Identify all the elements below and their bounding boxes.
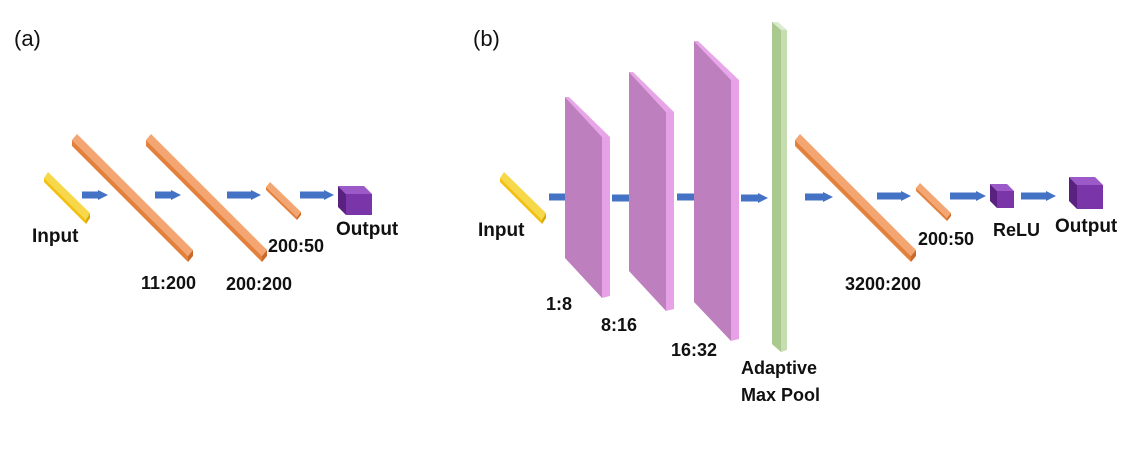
- panel-b-input-label: Input: [478, 220, 525, 241]
- panel-b-output-cube: [1069, 177, 1103, 209]
- panel-b-adaptive-max-pool: [772, 22, 787, 352]
- panel-a-linear-200-200: [146, 134, 267, 262]
- panel-b-relu-cube: [990, 184, 1014, 208]
- panel-b-conv-8-16-label: 8:16: [601, 315, 637, 335]
- panel-a-output-label: Output: [336, 219, 399, 240]
- panel-a-linear-200-50-label: 200:50: [268, 236, 324, 256]
- panel-a-tag: (a): [14, 26, 41, 51]
- panel-a: (a) Input 11:200 200:200: [14, 26, 399, 294]
- panel-b-pool-label-line2: Max Pool: [741, 385, 820, 405]
- panel-b-input-block: [500, 172, 546, 224]
- panel-a-linear-11-200: [72, 134, 193, 262]
- panel-b-linear-3200-200-label: 3200:200: [845, 274, 921, 294]
- panel-a-input-block: [44, 172, 90, 224]
- panel-b-linear-3200-200: [795, 134, 916, 262]
- panel-b-linear-200-50-label: 200:50: [918, 229, 974, 249]
- panel-b-conv-8-16: [629, 72, 674, 311]
- panel-a-linear-200-200-label: 200:200: [226, 274, 292, 294]
- panel-b-conv-16-32: [694, 41, 739, 341]
- panel-a-output-cube: [338, 186, 372, 215]
- panel-b: (b) Input 1:8 8:16: [473, 22, 1118, 405]
- panel-b-output-label: Output: [1055, 216, 1118, 237]
- panel-b-conv-1-8-label: 1:8: [546, 294, 572, 314]
- panel-b-conv-16-32-label: 16:32: [671, 340, 717, 360]
- panel-b-tag: (b): [473, 26, 500, 51]
- panel-b-conv-1-8: [565, 97, 610, 298]
- panel-b-pool-label-line1: Adaptive: [741, 358, 817, 378]
- panel-a-linear-11-200-label: 11:200: [141, 273, 196, 293]
- panel-b-linear-200-50: [916, 183, 951, 221]
- panel-b-relu-label: ReLU: [993, 220, 1040, 240]
- panel-a-input-label: Input: [32, 226, 79, 247]
- panel-a-linear-200-50: [266, 182, 301, 220]
